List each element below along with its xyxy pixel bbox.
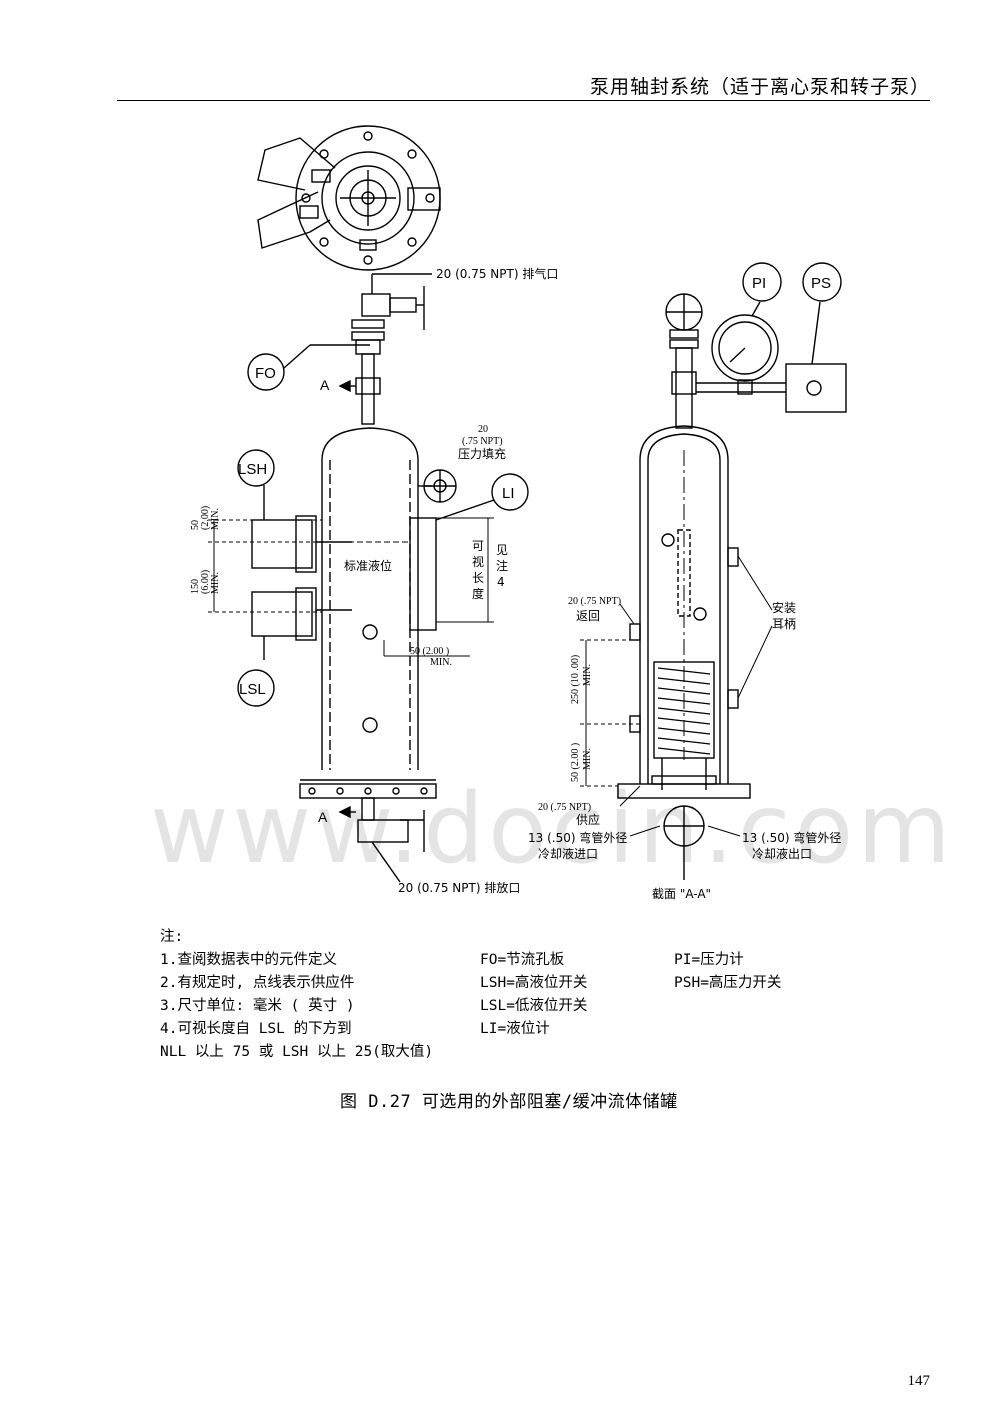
dim50-c: MIN. [210, 508, 221, 530]
lsh-label: LSH [238, 461, 267, 478]
watermark: www.docin.com [150, 773, 955, 885]
dim150-b: (6.00) [200, 570, 211, 594]
notes-row: NLL 以上 75 或 LSH 以上 25(取大值) [160, 1041, 433, 1064]
notes: 注: 1.查阅数据表中的元件定义 FO=节流孔板 PI=压力计 2.有规定时, … [160, 926, 781, 1064]
left-elevation [208, 273, 495, 883]
top-plan-view [257, 125, 441, 271]
running-header: 泵用轴封系统（适于离心泵和转子泵） [589, 76, 930, 98]
dim50-b: (2.00) [200, 506, 211, 530]
note-col1: 2.有规定时, 点线表示供应件 [160, 975, 355, 991]
coil-out-b: 冷却液出口 [752, 846, 812, 861]
notes-row: 1.查阅数据表中的元件定义 FO=节流孔板 PI=压力计 [160, 949, 744, 972]
notes-heading: 注: [160, 929, 184, 945]
page-number: 147 [907, 1373, 931, 1389]
see-note-2: 4 [497, 575, 505, 589]
dim50-min-b: MIN. [430, 657, 452, 668]
figure-labels: FO LSH LSL LI PI PS A A 20 (0.75 NPT) 排气… [190, 266, 841, 901]
supply-npt: 20 (.75 NPT) [538, 802, 591, 813]
pi-label: PI [752, 275, 766, 292]
coil-in-a: 13 (.50) 弯管外径 [528, 830, 627, 845]
notes-row: 4.可视长度自 LSL 的下方到 LI=液位计 [160, 1018, 550, 1041]
note-col1: 4.可视长度自 LSL 的下方到 [160, 1021, 352, 1037]
header-rule [117, 100, 930, 101]
note-col3: PSH=高压力开关 [674, 975, 782, 991]
lsl-bubble [237, 669, 275, 707]
fill-size: 20 [478, 424, 488, 435]
note-col1: NLL 以上 75 或 LSH 以上 25(取大值) [160, 1044, 434, 1060]
fill-npt: (.75 NPT) [462, 436, 503, 447]
return-npt: 20 (.75 NPT) [568, 596, 621, 607]
dim50r-b: MIN. [582, 748, 593, 770]
fo-bubble [247, 353, 285, 391]
coil-in-b: 冷却液进口 [538, 846, 598, 861]
return-text: 返回 [576, 609, 600, 623]
section-a-top: A [320, 377, 330, 393]
figure-caption: 图 D.27 可选用的外部阻塞/缓冲流体储罐 [340, 1092, 678, 1112]
dim50-a: 50 [190, 520, 201, 530]
notes-row: 2.有规定时, 点线表示供应件 LSH=高液位开关 PSH=高压力开关 [160, 972, 781, 995]
section-view-label: 截面 "A-A" [652, 887, 711, 901]
nll-label: 标准液位 [344, 558, 392, 573]
visible-length-3: 度 [472, 586, 484, 601]
note-col2: LSH=高液位开关 [480, 975, 588, 991]
lsl-label: LSL [239, 681, 266, 698]
li-bubble [491, 473, 529, 511]
fill-text: 压力填充 [458, 446, 506, 461]
note-col3: PI=压力计 [674, 952, 744, 968]
supply-text: 供应 [576, 812, 600, 827]
lsh-bubble [237, 449, 275, 487]
note-col2: FO=节流孔板 [480, 952, 565, 968]
dim50r-a: 50 (2.00 ) [570, 743, 581, 782]
coil-out-a: 13 (.50) 弯管外径 [742, 830, 841, 845]
drain-label: 20 (0.75 NPT) 排放口 [398, 880, 520, 895]
note-col2: LI=液位计 [480, 1021, 550, 1037]
see-note-0: 见 [496, 543, 508, 557]
section-a-bottom: A [318, 809, 328, 825]
dim250-b: MIN. [582, 664, 593, 686]
note-col2: LSL=低液位开关 [480, 998, 588, 1014]
dim50-min-a: 50 (2.00 ) [410, 646, 449, 657]
dim150-c: MIN. [210, 572, 221, 594]
visible-length-1: 视 [472, 554, 484, 569]
ears-0: 安装 [772, 600, 796, 615]
dim150-a: 150 [190, 579, 201, 594]
fo-label: FO [255, 365, 276, 382]
tank-drawing: www.docin.com [150, 125, 955, 901]
notes-row: 3.尺寸单位: 毫米 ( 英寸 ) LSL=低液位开关 [160, 995, 587, 1018]
ps-label: PS [811, 275, 831, 292]
li-label: LI [502, 485, 515, 502]
note-col1: 3.尺寸单位: 毫米 ( 英寸 ) [160, 998, 355, 1014]
ps-bubble [802, 262, 842, 302]
pi-bubble [742, 262, 782, 302]
ears-1: 耳柄 [772, 617, 796, 631]
visible-length-0: 可 [472, 539, 484, 553]
vent-label: 20 (0.75 NPT) 排气口 [436, 266, 558, 281]
visible-length-2: 长 [472, 571, 484, 585]
right-section-view [580, 293, 847, 880]
dim250-a: 250 (10 .00) [570, 655, 581, 704]
note-col1: 1.查阅数据表中的元件定义 [160, 952, 337, 968]
see-note-1: 注 [496, 558, 508, 573]
